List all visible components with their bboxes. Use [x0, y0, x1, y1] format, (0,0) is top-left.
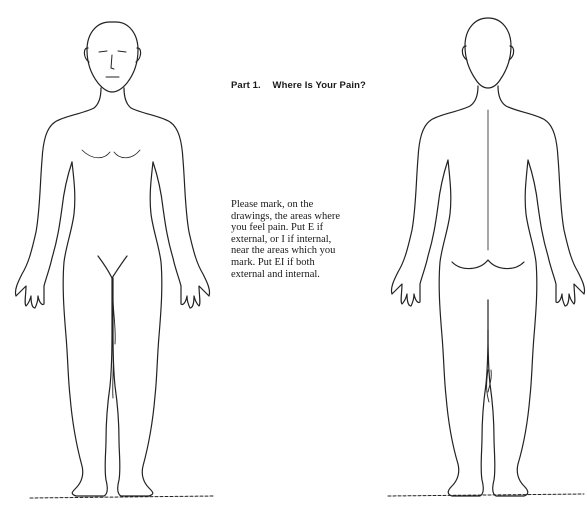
instructions: Please mark, on the drawings, the areas …: [231, 199, 411, 280]
instruction-line: Please mark, on the: [231, 199, 411, 211]
instruction-line: you feel pain. Put E if: [231, 222, 411, 234]
part-label: Part 1.: [231, 80, 261, 91]
front-torso-left: [63, 162, 112, 496]
instruction-line: external and internal.: [231, 269, 411, 281]
back-buttocks: [452, 260, 524, 269]
front-torso-right: [113, 162, 162, 496]
front-groin: [98, 256, 127, 278]
instruction-line: drawings, the areas where: [231, 211, 411, 223]
front-outline-left: [15, 88, 101, 308]
back-head: [465, 18, 511, 88]
front-face: [99, 51, 126, 77]
front-chest: [82, 150, 140, 158]
instruction-line: external, or I if internal,: [231, 234, 411, 246]
instruction-line: mark. Put EI if both: [231, 257, 411, 269]
back-outline-right: [488, 86, 585, 496]
back-ground-line: [388, 494, 584, 496]
question-text: Where Is Your Pain?: [273, 80, 366, 91]
front-outline-right: [124, 88, 210, 308]
instruction-line: near the areas which you: [231, 245, 411, 257]
body-back-figure[interactable]: [388, 18, 585, 496]
front-head: [87, 22, 138, 92]
body-front-figure[interactable]: [15, 22, 214, 498]
form-title: Part 1. Where Is Your Pain?: [231, 80, 366, 91]
back-outline-left: [391, 86, 488, 496]
